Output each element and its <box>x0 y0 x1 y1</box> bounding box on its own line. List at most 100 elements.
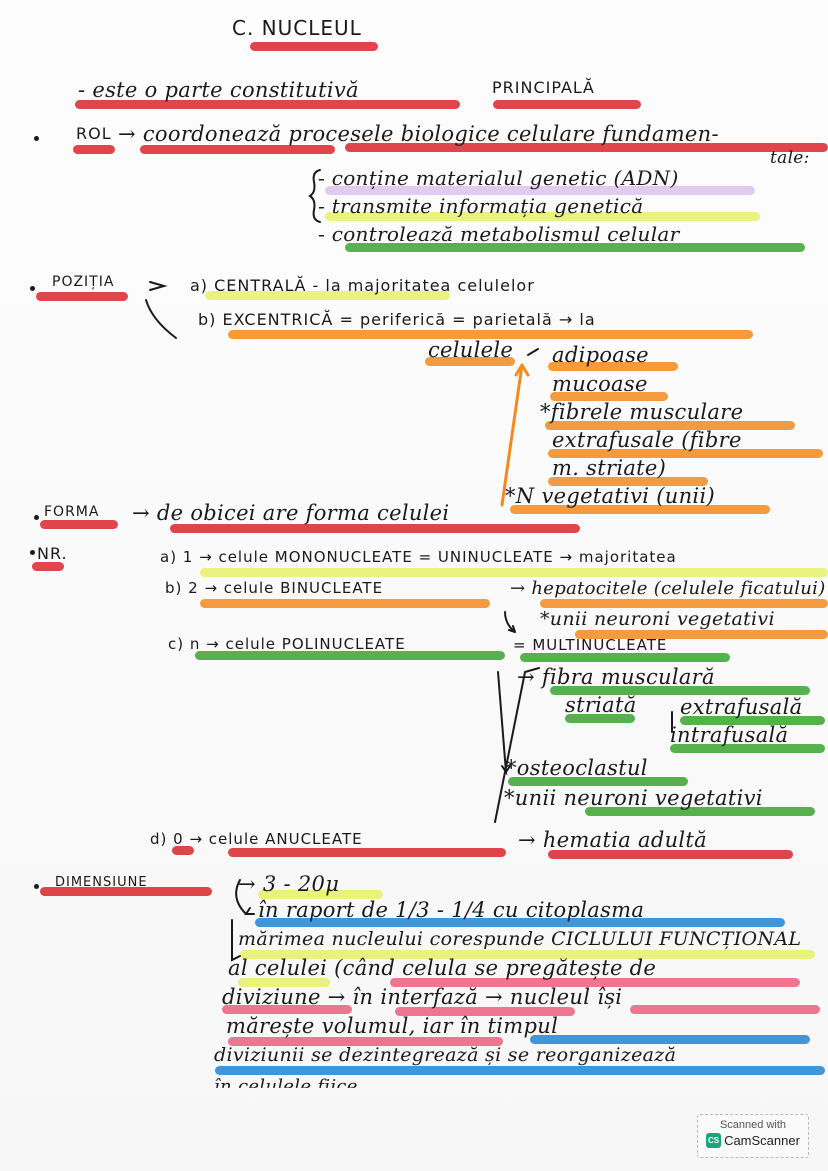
dimensiune-label: DIMENSIUNE <box>55 875 148 890</box>
highlight-para-2b <box>390 978 800 987</box>
rol-item-2: - transmite informația genetică <box>318 194 644 218</box>
nr-label: NR. <box>37 544 68 563</box>
highlight-para-4a <box>228 1037 503 1046</box>
watermark-caption: Scanned with <box>719 1119 787 1131</box>
nr-c-list-item: *osteoclastul <box>506 756 648 780</box>
highlight-para-1 <box>240 950 815 959</box>
forma-text: → de obicei are forma celulei <box>132 501 450 525</box>
highlight-pozitia <box>36 292 128 301</box>
highlight-para-3a <box>222 1005 352 1014</box>
nr-d-result: → hematia adultă <box>518 828 707 852</box>
bullet <box>30 286 35 291</box>
highlight-excentrica <box>228 330 753 339</box>
rol-line: → coordonează procesele biologice celula… <box>118 122 719 146</box>
bullet <box>34 515 39 520</box>
highlight-para-3b <box>395 1007 575 1016</box>
highlight-mucoase <box>550 392 668 401</box>
nr-c-list-item: striată <box>565 693 637 717</box>
highlight-c-list <box>670 744 825 753</box>
highlight-c-list <box>508 777 688 786</box>
watermark-brand: CamScanner <box>724 1133 800 1148</box>
highlight-c-list <box>680 716 825 725</box>
intro-text: - este o parte constitutivă <box>78 78 359 102</box>
rol-item-3: - controlează metabolismul celular <box>318 222 680 246</box>
intro-emphasis: PRINCIPALĂ <box>492 78 595 97</box>
nr-a: a) 1 → celule MONONUCLEATE = UNINUCLEATE… <box>160 548 677 566</box>
forma-label: FORMA <box>44 504 100 520</box>
highlight-nr-c <box>195 651 505 660</box>
dimensiune-para-line: diviziunii se dezintegrează și se reorga… <box>214 1044 677 1066</box>
camscanner-logo-icon: CS <box>706 1133 722 1148</box>
pozitia-list-item: m. striate) <box>552 456 667 480</box>
highlight-celulele <box>425 357 515 366</box>
dimensiune-para-line: al celulei (când celula se pregătește de <box>228 956 657 980</box>
highlight-c-list <box>565 714 635 723</box>
rol-item-1: - conține materialul genetic (ADN) <box>318 166 679 190</box>
dimensiune-para-line: diviziune → în interfază → nucleul își <box>222 985 623 1009</box>
pozitia-list-item: extrafusale (fibre <box>552 428 742 452</box>
highlight-centrala <box>205 291 450 300</box>
highlight-c-list <box>585 807 815 816</box>
nr-c-eq: = MULTINUCLEATE <box>513 636 668 654</box>
highlight-n-vegetativi <box>510 505 770 514</box>
highlight-item-1 <box>325 186 755 195</box>
pozitia-list-item: mucoase <box>552 372 648 396</box>
dimensiune-para-line: mărește volumul, iar în timpul <box>226 1014 559 1038</box>
dimensiune-range: → 3 - 20μ <box>238 872 340 896</box>
highlight-forma <box>40 520 118 529</box>
highlight-nr-d-zero <box>172 846 194 855</box>
highlight-adipoase <box>548 362 678 371</box>
pozitia-list-item: *N vegetativi (unii) <box>505 484 715 508</box>
highlight-nr-a <box>200 568 828 577</box>
bullet <box>30 550 35 555</box>
highlight-coordoneaza <box>140 145 335 154</box>
bullet <box>34 884 39 889</box>
highlight-para-2a <box>238 978 330 987</box>
highlight-unii-neuroni <box>575 630 828 639</box>
highlight-nr-b <box>200 599 490 608</box>
highlight-procese <box>345 143 828 152</box>
nr-c: c) n → celule POLINUCLEATE <box>168 635 406 653</box>
nr-b: b) 2 → celule BINUCLEATE <box>165 579 384 597</box>
nr-c-list-item: extrafusală <box>680 695 803 719</box>
highlight-c-list <box>550 686 810 695</box>
highlight-para-3c <box>630 1005 820 1014</box>
pozitia-b: b) EXCENTRICĂ = periferică = parietală →… <box>198 310 596 329</box>
highlight-para-5 <box>215 1066 825 1075</box>
highlight-rol <box>73 145 115 154</box>
highlight-fibrele <box>545 421 795 430</box>
nr-d: d) 0 → celule ANUCLEATE <box>150 830 363 848</box>
dimensiune-ratio: în raport de 1/3 - 1/4 cu citoplasma <box>258 898 645 922</box>
pozitia-list-item: *fibrele musculare <box>540 400 744 424</box>
nr-c-list-item: *unii neuroni vegetativi <box>504 786 763 810</box>
bullet <box>34 136 39 141</box>
pozitia-a: a) CENTRALĂ - la majoritatea celulelor <box>190 276 535 295</box>
nr-b-result: → hepatocitele (celulele ficatului) <box>510 578 826 599</box>
highlight-forma-text <box>170 524 580 533</box>
highlight-title <box>250 42 378 51</box>
highlight-hematia <box>548 850 793 859</box>
pozitia-list-item: adipoase <box>552 343 649 367</box>
highlight-intro <box>75 100 460 109</box>
pozitia-b-cont: celulele <box>428 338 514 362</box>
highlight-item-2 <box>325 212 760 221</box>
highlight-item-3 <box>345 243 805 252</box>
dimensiune-para-line-cut: în celulele fiice <box>214 1076 358 1097</box>
rol-label: ROL <box>76 124 112 143</box>
highlight-nr-d <box>228 848 506 857</box>
highlight-extrafusale <box>548 449 823 458</box>
highlight-hepatocitele <box>540 599 828 608</box>
highlight-dimensiune <box>40 887 212 896</box>
highlight-para-4b <box>530 1035 810 1044</box>
highlight-nr <box>32 562 64 571</box>
highlight-multinucleate <box>520 653 730 662</box>
highlight-striate <box>548 477 708 486</box>
highlight-range <box>258 890 383 899</box>
dimensiune-para-line: mărimea nucleului corespunde CICLULUI FU… <box>238 928 802 950</box>
highlight-principala <box>493 100 641 109</box>
highlight-ratio <box>255 918 785 927</box>
nr-c-list-item: → fibra musculară <box>517 665 715 689</box>
page-title: C. NUCLEUL <box>232 16 362 40</box>
pozitia-label: POZIȚIA <box>52 274 115 290</box>
